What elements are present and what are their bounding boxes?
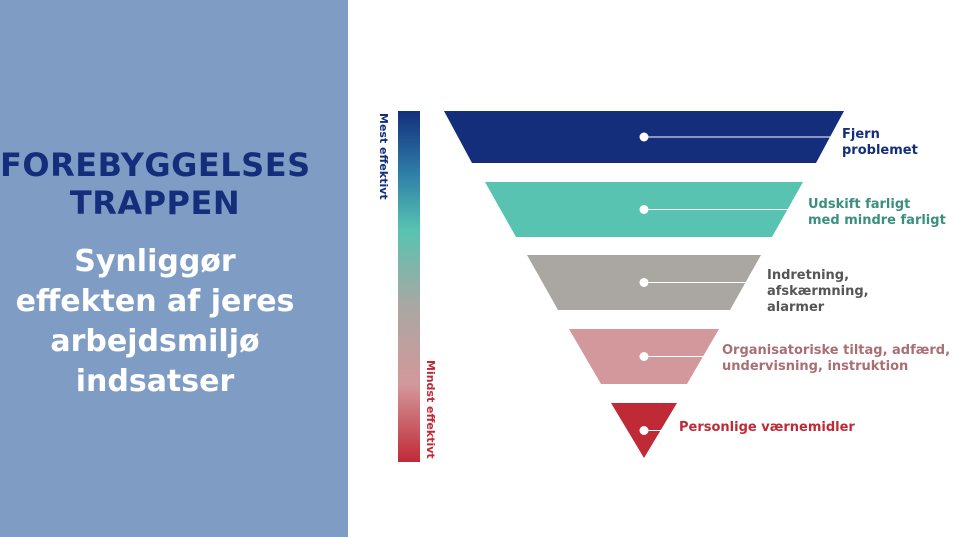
level-2-line-2: med mindre farligt bbox=[808, 213, 946, 228]
title-line-1: FOREBYGGELSES bbox=[0, 146, 311, 184]
level-dot-2 bbox=[639, 205, 649, 214]
subtitle-line-3: arbejdsmiljø bbox=[50, 324, 260, 359]
level-1-line-1: Fjern problemet bbox=[842, 127, 918, 158]
subtitle: Synliggør effekten af jeres arbejdsmiljø… bbox=[0, 242, 310, 402]
level-4-line-2: undervisning, instruktion bbox=[722, 359, 909, 374]
level-label-4: Organisatoriske tiltag, adfærd, undervis… bbox=[722, 343, 950, 375]
level-dot-4 bbox=[639, 352, 649, 361]
title-line-2: TRAPPEN bbox=[69, 184, 241, 222]
scale-top-label: Mest effektivt bbox=[377, 113, 390, 200]
level-3-line-1: Indretning, afskærmning, bbox=[767, 268, 869, 299]
level-label-2: Udskift farligt med mindre farligt bbox=[808, 197, 946, 229]
subtitle-line-4: indsatser bbox=[75, 364, 235, 399]
effectiveness-scale-bar bbox=[398, 111, 420, 462]
level-label-1: Fjern problemet bbox=[842, 127, 955, 159]
level-4-line-1: Organisatoriske tiltag, adfærd, bbox=[722, 343, 951, 358]
level-label-3: Indretning, afskærmning, alarmer bbox=[767, 268, 955, 316]
left-panel: FOREBYGGELSES TRAPPEN Synliggør effekten… bbox=[0, 0, 348, 537]
level-3-line-2: alarmer bbox=[767, 300, 825, 315]
level-dot-1 bbox=[639, 132, 649, 142]
subtitle-line-1: Synliggør bbox=[74, 244, 236, 279]
subtitle-line-2: effekten af jeres bbox=[15, 284, 295, 319]
level-dot-3 bbox=[639, 278, 649, 287]
level-label-5: Personlige værnemidler bbox=[679, 420, 855, 436]
level-5-line-1: Personlige værnemidler bbox=[679, 420, 855, 435]
level-2-line-1: Udskift farligt bbox=[808, 197, 911, 212]
level-dot-5 bbox=[639, 426, 649, 435]
scale-bottom-label: Mindst effektivt bbox=[424, 360, 437, 459]
